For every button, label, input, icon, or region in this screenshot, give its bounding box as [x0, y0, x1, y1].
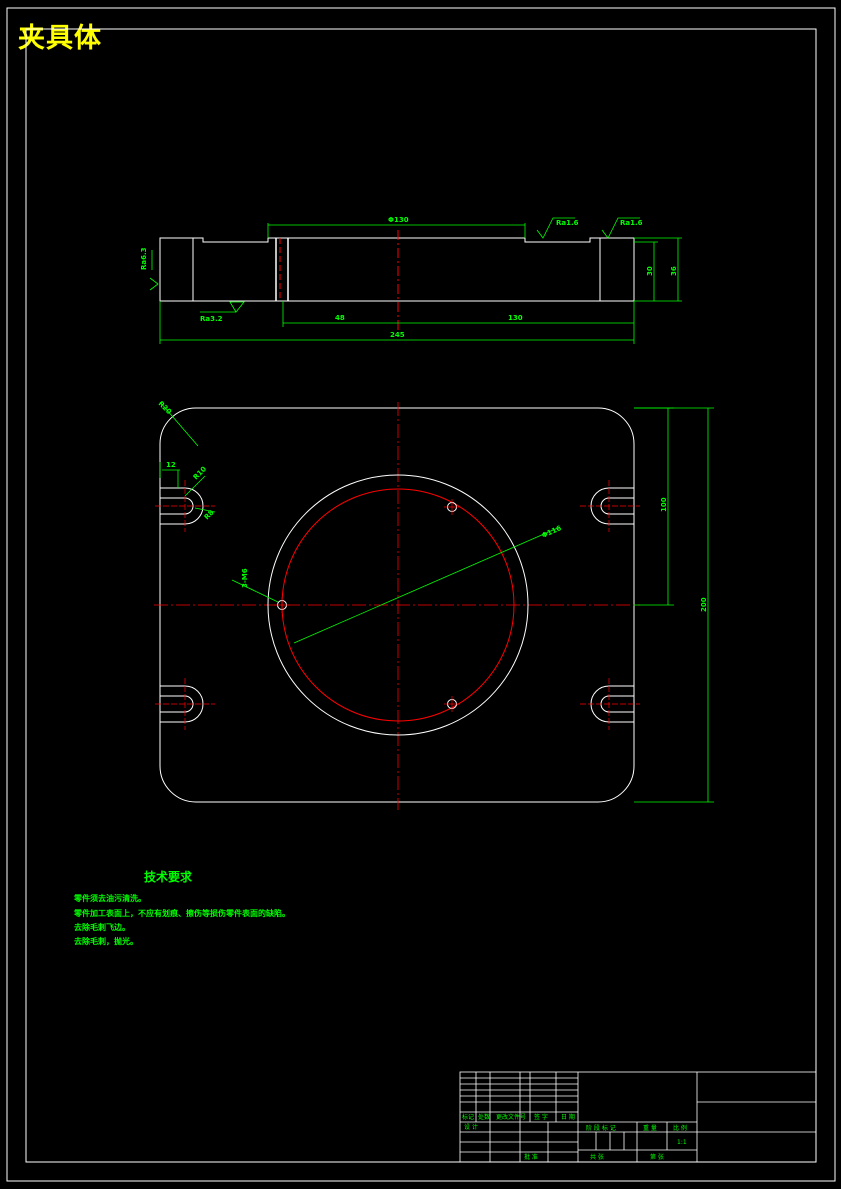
- rev-header-date: 日 期: [561, 1113, 575, 1121]
- dim-height-inner: 30: [646, 266, 654, 276]
- rev-header-sign: 签 字: [534, 1113, 548, 1121]
- requirement-2: 零件加工表面上，不应有划痕、擦伤等损伤零件表面的缺陷。: [74, 909, 290, 918]
- stage-header-mark: 阶 段 标 记: [586, 1124, 616, 1132]
- dim-left: 48: [335, 314, 345, 322]
- dia-leader: [293, 526, 561, 644]
- roughness-top-right: Ra1.6: [620, 219, 643, 227]
- sheet-total: 共 张: [590, 1153, 604, 1161]
- rev-header-mark: 标记: [462, 1113, 474, 1121]
- requirement-4: 去除毛刺，抛光。: [74, 937, 138, 946]
- dim-right: 130: [508, 314, 523, 322]
- requirement-3: 去除毛刺飞边。: [74, 923, 130, 932]
- approve-label: 批 准: [524, 1153, 538, 1161]
- dim-slot-width: 12: [166, 461, 176, 469]
- stage-header-weight: 重 量: [643, 1124, 657, 1132]
- rev-header-doc: 更改文件号: [496, 1113, 526, 1121]
- dim-half-height: 100: [660, 497, 668, 512]
- requirement-1: 零件须去油污清洗。: [74, 894, 146, 903]
- title-block: [459, 1071, 817, 1163]
- side-view: Φ130 Ra1.6 Ra1.6 Ra6.3 Ra3.2 48 130 245 …: [140, 216, 682, 344]
- side-outline: [159, 237, 635, 302]
- dim-holes: 3-M6: [241, 568, 249, 588]
- dim-height-total: 36: [670, 266, 678, 276]
- design-label: 设 计: [464, 1123, 478, 1131]
- outer-frame: [6, 7, 836, 1182]
- roughness-top-left: Ra1.6: [556, 219, 579, 227]
- dim-total: 245: [390, 331, 405, 339]
- stage-header-scale: 比 例: [673, 1124, 687, 1132]
- rev-header-count: 处数: [478, 1113, 490, 1121]
- plan-view: R20 12 R10 R8 3-M6 Φ116 100 200: [154, 400, 714, 810]
- title-block-text: 标记 处数 更改文件号 签 字 日 期 设 计 阶 段 标 记 重 量 比 例 …: [462, 1113, 687, 1161]
- dim-slot-r1: R10: [192, 465, 208, 481]
- drawing-title: 夹具体: [18, 23, 102, 54]
- requirements-title: 技术要求: [144, 870, 193, 884]
- scale-value: 1:1: [677, 1139, 687, 1146]
- dim-top-dia: Φ130: [388, 216, 409, 224]
- boss-outer-circle: [267, 474, 529, 736]
- inner-frame: [25, 28, 817, 1163]
- dim-total-height: 200: [700, 597, 708, 612]
- dim-slot-r2: R8: [203, 508, 216, 521]
- roughness-bottom: Ra3.2: [200, 315, 223, 323]
- roughness-left: Ra6.3: [140, 247, 148, 270]
- sheet-number: 第 张: [650, 1153, 664, 1161]
- dim-circle-dia: Φ116: [541, 524, 563, 540]
